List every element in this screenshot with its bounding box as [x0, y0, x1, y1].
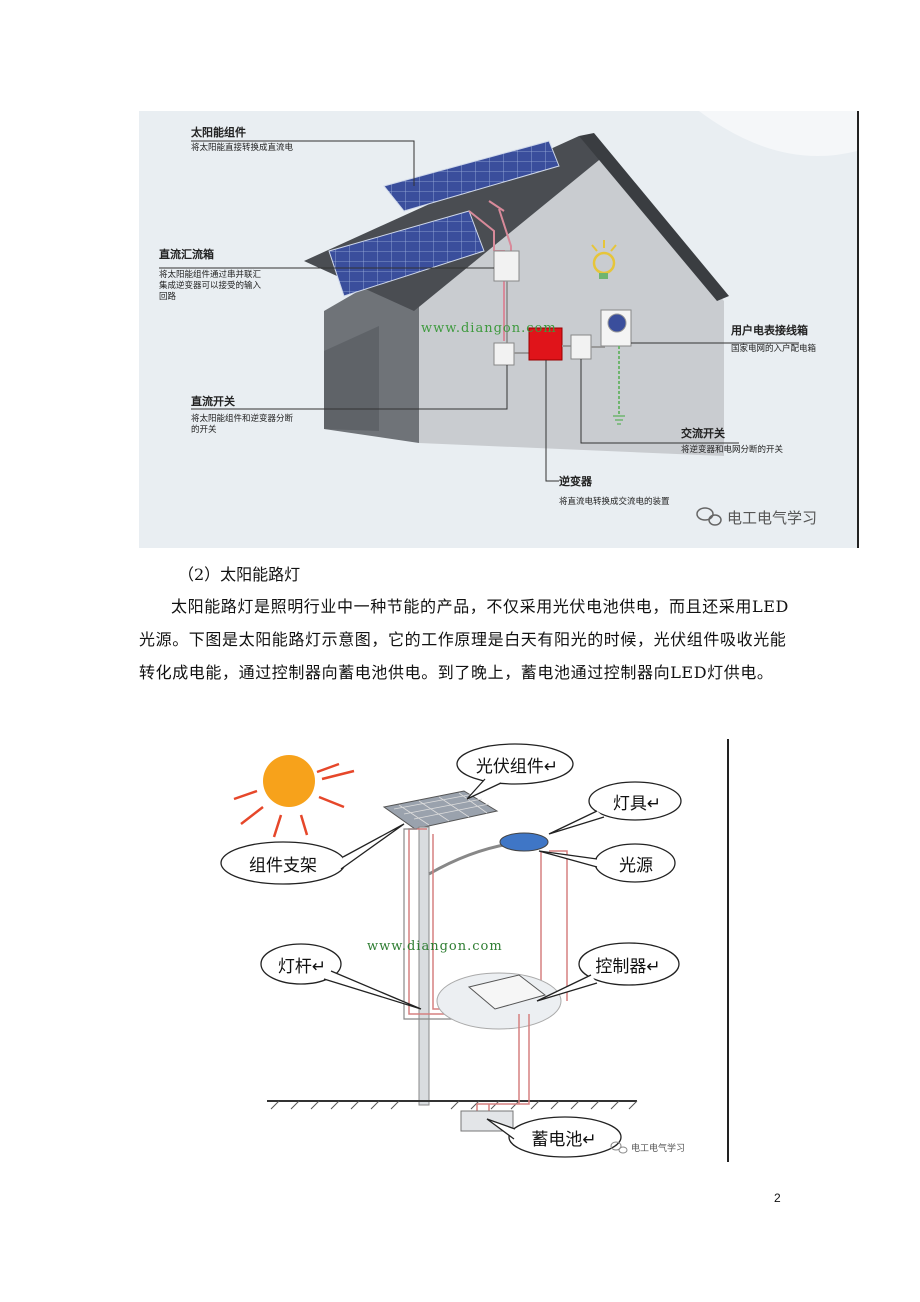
page-number: 2	[774, 1191, 781, 1205]
inverter-box	[528, 327, 563, 361]
label-desc: 回路	[159, 292, 177, 302]
bubble-pole	[260, 943, 342, 985]
label-desc: 的开关	[191, 425, 217, 435]
brand-text: 电工电气学习	[631, 1144, 686, 1154]
sun-icon	[233, 755, 355, 838]
pv-house-figure: 太阳能组件 将太阳能直接转换成直流电 直流汇流箱 将太阳能组件通过串并联汇 集成…	[139, 111, 859, 548]
label-pv-module: 光伏组件↵	[475, 757, 559, 777]
pv-house-diagram	[159, 111, 857, 526]
leader-solar	[191, 140, 415, 186]
solar-panel-2	[328, 210, 485, 297]
label-dc-switch: 直流开关 将太阳能组件和逆变器分断 的开关	[191, 395, 293, 436]
label-desc: 将太阳能组件和逆变器分断	[191, 414, 294, 424]
leader-dc-switch	[191, 365, 508, 410]
label-title: 逆变器	[559, 475, 592, 488]
watermark: www.diangon.com	[421, 321, 557, 336]
pv-panel	[382, 790, 499, 830]
label-light-source: 光源	[619, 856, 653, 876]
label-desc: 集成逆变器可以接受的输入	[159, 281, 262, 291]
label-title: 用户电表接线箱	[731, 324, 808, 337]
street-light-figure: 光伏组件↵ 灯具↵ 组件支架 光源 灯杆↵ 控制器↵ 蓄电池↵ www.dian…	[219, 739, 729, 1162]
brand-text: 电工电气学习	[727, 509, 818, 527]
label-pole: 灯杆↵	[277, 957, 327, 977]
light-pole	[418, 826, 430, 1106]
combiner-box	[493, 250, 520, 282]
dc-switch-box	[493, 342, 515, 366]
bubble-controller	[578, 942, 680, 986]
controller-box	[467, 974, 547, 1010]
label-desc: 将直流电转换成交流电的装置	[559, 497, 670, 507]
section-paragraph: 太阳能路灯是照明行业中一种节能的产品，不仅采用光伏电池供电，而且还采用LED光源…	[139, 597, 789, 682]
label-ac-switch: 交流开关 将逆变器和电网分断的开关	[681, 427, 783, 456]
label-desc: 国家电网的入户配电箱	[731, 344, 817, 354]
label-inverter: 逆变器 将直流电转换成交流电的装置	[559, 475, 670, 508]
label-title: 直流开关	[191, 395, 235, 408]
label-desc: 将太阳能直接转换成直流电	[191, 143, 294, 153]
label-title: 交流开关	[681, 427, 725, 440]
label-bracket: 组件支架	[249, 856, 317, 876]
street-light-diagram	[220, 743, 682, 1158]
label-dc-combiner: 直流汇流箱 将太阳能组件通过串并联汇 集成逆变器可以接受的输入 回路	[159, 248, 261, 303]
label-controller: 控制器↵	[595, 957, 661, 977]
label-desc: 将太阳能组件通过串并联汇	[159, 270, 262, 280]
label-desc: 将逆变器和电网分断的开关	[681, 445, 784, 455]
solar-panel-1	[383, 140, 560, 212]
bubble-lamp	[588, 781, 682, 821]
label-battery: 蓄电池↵	[531, 1130, 597, 1150]
bubble-pv	[456, 743, 574, 785]
label-title: 直流汇流箱	[159, 248, 214, 261]
wechat-icon	[696, 507, 722, 526]
section-heading: （2）太阳能路灯	[178, 565, 301, 584]
label-meter-box: 用户电表接线箱 国家电网的入户配电箱	[731, 324, 816, 355]
leader-ac-switch	[580, 359, 739, 444]
lamp-head	[499, 832, 549, 852]
ac-switch-box	[570, 334, 592, 360]
wechat-icon	[610, 1141, 628, 1154]
label-lamp: 灯具↵	[612, 794, 662, 814]
label-title: 太阳能组件	[191, 126, 246, 139]
label-solar-module: 太阳能组件 将太阳能直接转换成直流电	[191, 126, 293, 154]
bulb-icon	[591, 240, 617, 279]
watermark: www.diangon.com	[367, 939, 503, 954]
leader-inverter	[545, 360, 559, 482]
bubble-battery	[508, 1116, 622, 1158]
